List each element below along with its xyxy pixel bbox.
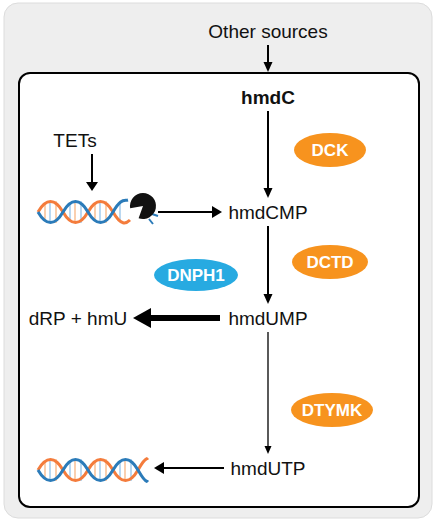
node-label: dRP + hmU — [29, 309, 127, 328]
cell-box: hmdC DCK TETs hmdCMP DCTD DNPH1 dRP + hmU hmdUM… — [18, 72, 420, 508]
enzyme-ellipse: DNPH1 — [154, 259, 238, 291]
enzyme-name: DCK — [312, 142, 349, 159]
enzyme-ellipse: DCTD — [292, 245, 368, 279]
enzyme-ellipse: DTYMK — [291, 393, 373, 427]
metabolite: hmdUTP — [224, 456, 312, 480]
node-label: hmdCMP — [228, 203, 307, 222]
enzyme-label: TETs — [45, 128, 105, 152]
metabolite: dRP + hmU — [25, 306, 131, 330]
node-label: TETs — [53, 131, 96, 150]
metabolite: hmdUMP — [224, 306, 312, 330]
outer-panel — [4, 3, 432, 518]
source-label: Other sources — [193, 18, 343, 44]
metabolite: hmdCMP — [224, 200, 312, 224]
metabolite: hmdC — [238, 85, 298, 109]
enzyme-name: DTYMK — [302, 402, 362, 419]
node-label: hmdUTP — [231, 459, 306, 478]
ellipse-fill — [294, 133, 366, 167]
node-label: hmdC — [241, 88, 295, 107]
node-label: hmdUMP — [228, 309, 307, 328]
enzyme-ellipse: DCK — [294, 133, 366, 167]
ellipse-fill — [292, 245, 368, 279]
enzyme-name: DCTD — [306, 254, 353, 271]
ellipse-fill — [154, 259, 238, 291]
ellipse-fill — [291, 393, 373, 427]
enzyme-name: DNPH1 — [167, 267, 225, 284]
node-label: Other sources — [208, 22, 327, 41]
connector-arrow — [267, 45, 269, 62]
